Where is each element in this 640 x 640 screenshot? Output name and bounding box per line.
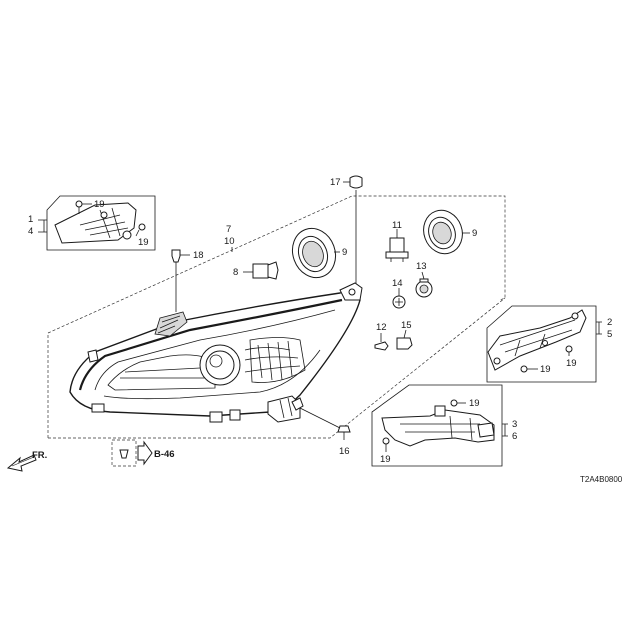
rubber-cover-part-9: 9 [291,227,347,279]
callout-7-10: 7 10 [224,224,235,252]
screw-icon [520,365,538,373]
callout-19: 19 [540,364,551,375]
callout-17: 17 [330,177,341,188]
clip-part-18: 18 [171,249,204,312]
screw-icon [382,437,390,452]
callout-13: 13 [416,261,427,272]
bulb-part-14: 14 [392,278,406,309]
screw-icon [565,345,573,356]
callout-19: 19 [94,199,105,210]
callout-18: 18 [193,250,204,261]
bracket-1-4-group: 1 4 19 19 [28,195,156,251]
callout-5: 5 [607,329,612,340]
bracket-3-6-group: 3 6 19 19 [371,384,517,467]
callout-14: 14 [392,278,403,289]
callout-19: 19 [469,398,480,409]
callout-19: 19 [380,454,391,465]
bulb-part-11: 11 [385,220,409,262]
reference-label: B-46 [154,449,175,460]
callout-16: 16 [339,446,350,457]
callout-11: 11 [392,220,402,231]
callout-19: 19 [138,237,149,248]
callout-6: 6 [512,431,517,442]
mounting-bracket-part [54,202,137,244]
bolt-part-16: 16 [299,407,351,457]
callout-2: 2 [607,317,612,328]
socket-part-13: 13 [415,261,433,298]
screw-icon [450,399,466,407]
callout-9: 9 [472,228,477,239]
rubber-cover-part-9: 9 [423,209,477,255]
callout-4: 4 [28,226,33,237]
screw-icon [135,223,146,237]
callout-19: 19 [566,358,577,369]
side-bracket-part [487,309,587,371]
callout-3: 3 [512,419,517,430]
main-assembly-frame [47,195,506,439]
callout-15: 15 [401,320,412,331]
callout-12: 12 [376,322,387,333]
lower-bracket-part [381,405,495,447]
headlight-assembly [69,282,363,423]
bracket-2-5-group: 2 5 19 19 [486,305,612,383]
direction-label: FR. [32,450,47,461]
cap-part-17: 17 [330,175,363,284]
bulb-part-12: 12 [374,322,389,351]
callout-10: 10 [224,236,235,247]
diagram-code: T2A4B0800 [580,475,623,484]
callout-1: 1 [28,214,33,225]
reference-b46: B-46 [111,439,175,467]
callout-7: 7 [226,224,231,235]
front-direction-arrow: FR. [6,450,47,472]
socket-part-15: 15 [396,320,413,350]
bulb-part-8: 8 [233,261,279,280]
callout-8: 8 [233,267,238,278]
callout-9: 9 [342,247,347,258]
